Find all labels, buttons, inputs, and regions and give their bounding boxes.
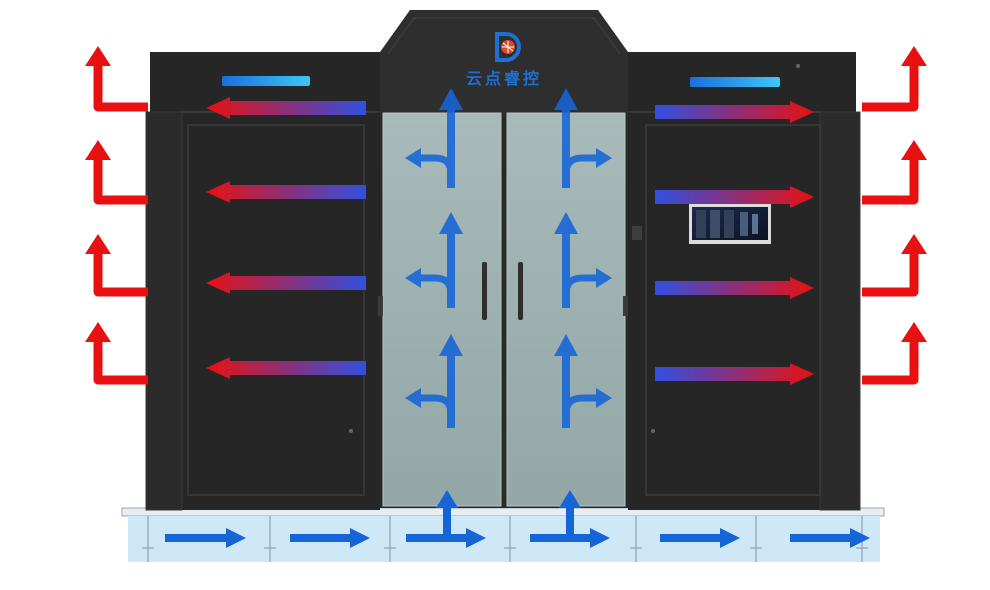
red-up-arrow-icon	[862, 46, 927, 112]
red-up-arrow-icon	[862, 140, 927, 205]
blue-right-arrow-icon	[290, 528, 370, 548]
blue-branch-arrow-icon	[405, 212, 463, 308]
blue-right-arrow-icon	[790, 528, 870, 548]
gradient-arrow-icon	[655, 186, 814, 208]
left-status-light	[222, 76, 310, 86]
red-up-arrow-icon	[85, 140, 148, 205]
red-up-arrow-icon	[85, 46, 148, 112]
gradient-arrow-icon	[206, 97, 366, 119]
door-handle-icon	[518, 262, 523, 320]
blue-right-arrow-icon	[530, 528, 610, 548]
raised-floor	[121, 507, 885, 562]
right-status-light	[690, 77, 780, 87]
red-up-arrow-icon	[85, 234, 148, 297]
blue-branch-arrow-icon	[405, 334, 463, 428]
red-up-arrow-icon	[862, 322, 927, 385]
blue-branch-arrow-icon	[554, 334, 612, 428]
floor-pedestals	[142, 516, 868, 562]
gradient-arrow-icon	[206, 181, 366, 203]
gradient-arrow-icon	[655, 101, 814, 123]
gradient-arrow-icon	[655, 277, 814, 299]
brand-name: 云点睿控	[466, 69, 542, 88]
red-up-arrow-icon	[862, 234, 927, 297]
blue-right-arrow-icon	[406, 528, 486, 548]
blue-branch-arrow-icon	[554, 88, 612, 188]
blue-right-arrow-icon	[660, 528, 740, 548]
door-handle-icon	[482, 262, 487, 320]
server-rack-screen-icon	[689, 204, 771, 244]
blue-branch-arrow-icon	[554, 212, 612, 308]
blue-branch-arrow-icon	[405, 88, 463, 188]
glass-doors	[378, 112, 628, 508]
left-glass-door	[382, 112, 502, 507]
airflow-arrows	[85, 46, 927, 548]
d-globe-logo-icon	[495, 32, 521, 62]
gradient-arrow-icon	[206, 272, 366, 294]
red-up-arrow-icon	[85, 322, 148, 385]
blue-right-arrow-icon	[165, 528, 246, 548]
gradient-arrow-icon	[655, 363, 814, 385]
gradient-arrow-icon	[206, 357, 366, 379]
